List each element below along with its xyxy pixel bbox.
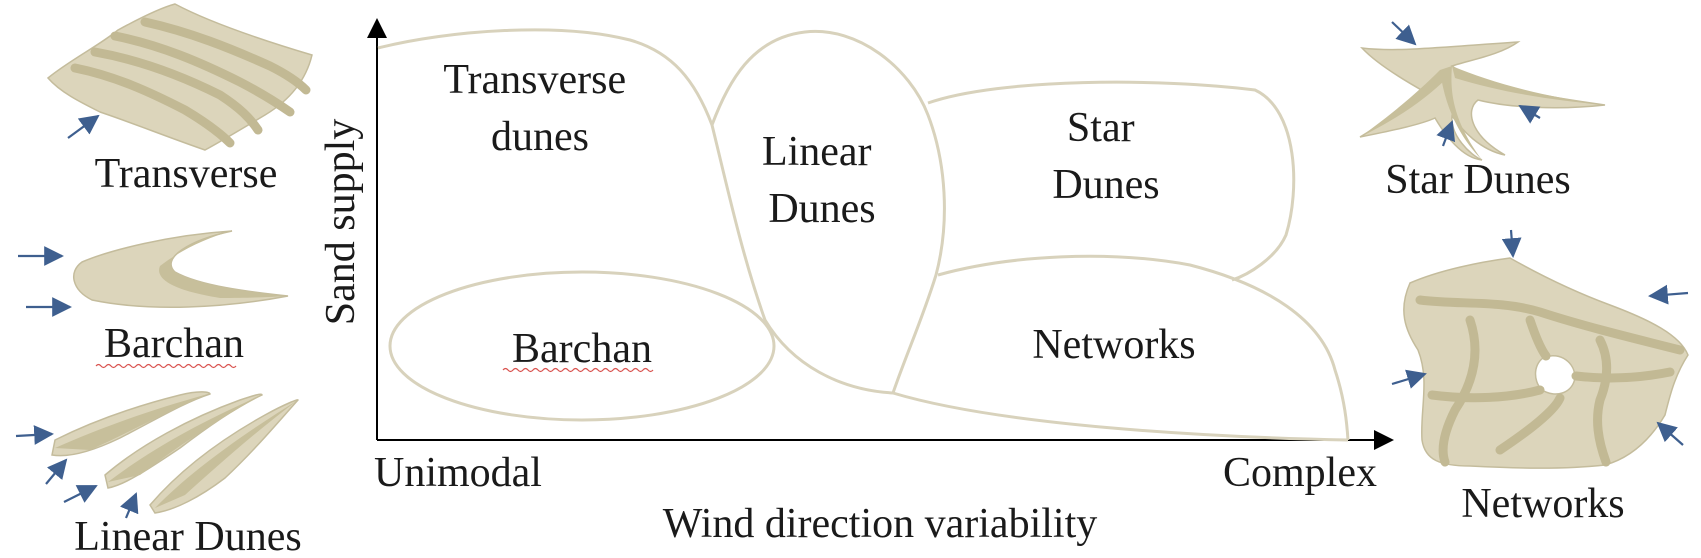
region-linear-label-line1: Linear	[762, 129, 872, 175]
axes: Sand supply Wind direction variability U…	[318, 18, 1394, 547]
region-star-outline	[927, 80, 1296, 282]
region-transverse-label-line2: dunes	[491, 114, 589, 160]
star-wind-arrow-2	[1436, 120, 1456, 147]
spellcheck-underline-icon-barchan	[95, 363, 237, 369]
networks-wind-arrow-right-bottom	[1656, 421, 1684, 446]
icon-barchan-caption: Barchan	[104, 321, 244, 367]
transverse-wind-arrow	[67, 114, 100, 139]
star-wind-arrow-3	[1518, 104, 1541, 124]
region-bottom-boundary	[892, 391, 1349, 442]
region-transverse-label: Transverse dunes	[443, 57, 636, 160]
y-axis-label: Sand supply	[318, 119, 364, 326]
x-axis-start-label: Unimodal	[374, 450, 542, 496]
networks-wind-arrow-left	[1391, 369, 1427, 389]
region-barchan-label: Barchan	[512, 326, 652, 372]
icon-star-caption: Star Dunes	[1385, 157, 1570, 203]
linear-wind-arrow-2	[45, 458, 68, 485]
transverse-dune-icon	[46, 3, 313, 151]
barchan-dune-icon	[18, 230, 289, 317]
icon-linear-caption: Linear Dunes	[74, 514, 301, 558]
regions: Transverse dunes Linear Dunes Star Dunes…	[377, 28, 1350, 442]
networks-wind-arrow-right-top	[1648, 284, 1689, 305]
region-star-label-line1: Star	[1067, 105, 1135, 151]
region-star-label-line2: Dunes	[1052, 162, 1159, 208]
linear-wind-arrow-3	[63, 485, 98, 503]
region-barchan-outline	[388, 270, 776, 422]
region-star-label: Star Dunes	[1052, 105, 1159, 208]
x-axis-label: Wind direction variability	[663, 501, 1098, 547]
networks-dune-icon	[1391, 229, 1689, 469]
region-linear-label-line2: Dunes	[768, 186, 875, 232]
star-dune-icon	[1359, 21, 1606, 161]
x-axis-end-label: Complex	[1223, 450, 1377, 496]
icon-networks-caption: Networks	[1461, 481, 1624, 527]
linear-dune-icon	[15, 391, 299, 519]
icon-transverse-caption: Transverse	[95, 151, 278, 197]
linear-wind-arrow-1	[15, 425, 54, 445]
region-transverse-label-line1: Transverse	[443, 57, 626, 103]
star-wind-arrow-1	[1391, 21, 1417, 46]
region-linear-label: Linear Dunes	[762, 129, 882, 232]
region-linear-outline	[710, 29, 946, 394]
spellcheck-underline-region-barchan	[502, 367, 654, 373]
region-networks-outline	[937, 254, 1350, 441]
region-networks-label: Networks	[1032, 322, 1195, 368]
networks-wind-arrow-top	[1501, 229, 1522, 258]
linear-wind-arrow-4	[120, 492, 139, 519]
